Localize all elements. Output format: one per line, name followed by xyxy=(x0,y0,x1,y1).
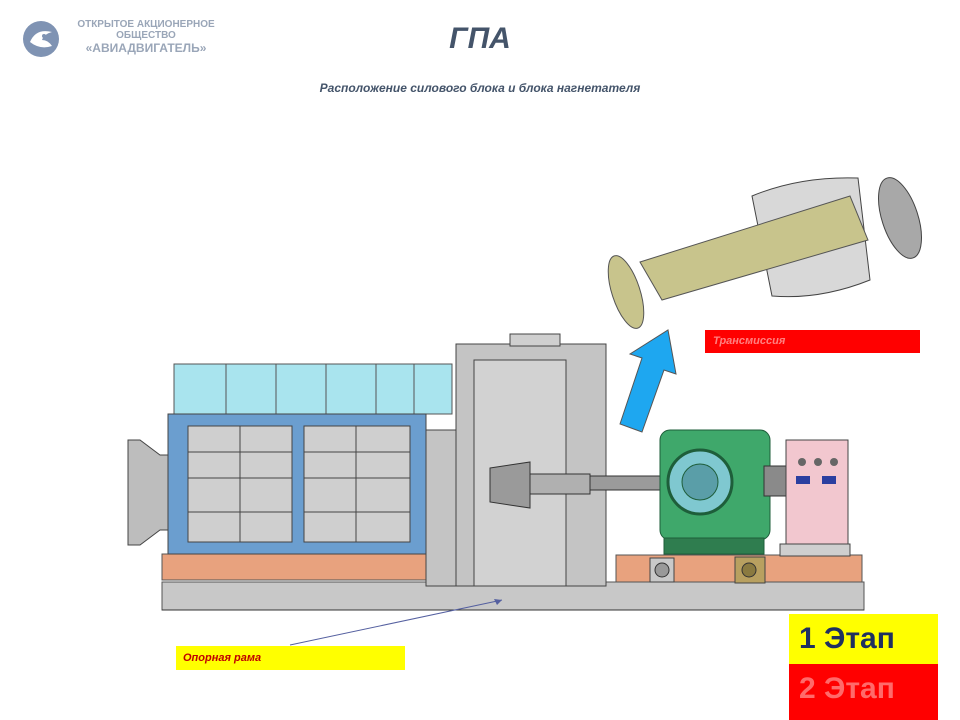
org-line-1: ОТКРЫТОЕ АКЦИОНЕРНОЕ xyxy=(77,19,215,30)
power-block xyxy=(127,363,453,555)
page-subtitle: Расположение силового блока и блока нагн… xyxy=(319,81,641,95)
support-frame xyxy=(161,553,865,611)
control-cabinet xyxy=(779,439,851,557)
org-line-2: ОБЩЕСТВО xyxy=(116,30,176,41)
stage-2-button[interactable]: 2 Этап xyxy=(789,664,938,720)
housing xyxy=(425,333,607,587)
compressor-block xyxy=(659,429,787,555)
org-name: ОТКРЫТОЕ АКЦИОНЕРНОЕ ОБЩЕСТВО «АВИАДВИГА… xyxy=(62,19,230,55)
org-line-3: «АВИАДВИГАТЕЛЬ» xyxy=(85,41,207,55)
shaft xyxy=(589,475,667,491)
arrow-icon xyxy=(619,329,677,433)
transmission-image xyxy=(607,177,922,329)
transmission-label: Трансмиссия xyxy=(705,330,920,353)
logo-icon xyxy=(23,21,59,57)
pointer-line xyxy=(289,599,503,646)
page-title: ГПА xyxy=(449,22,511,55)
stage-1-button[interactable]: 1 Этап xyxy=(789,614,938,664)
support-frame-label: Опорная рама xyxy=(176,646,405,670)
